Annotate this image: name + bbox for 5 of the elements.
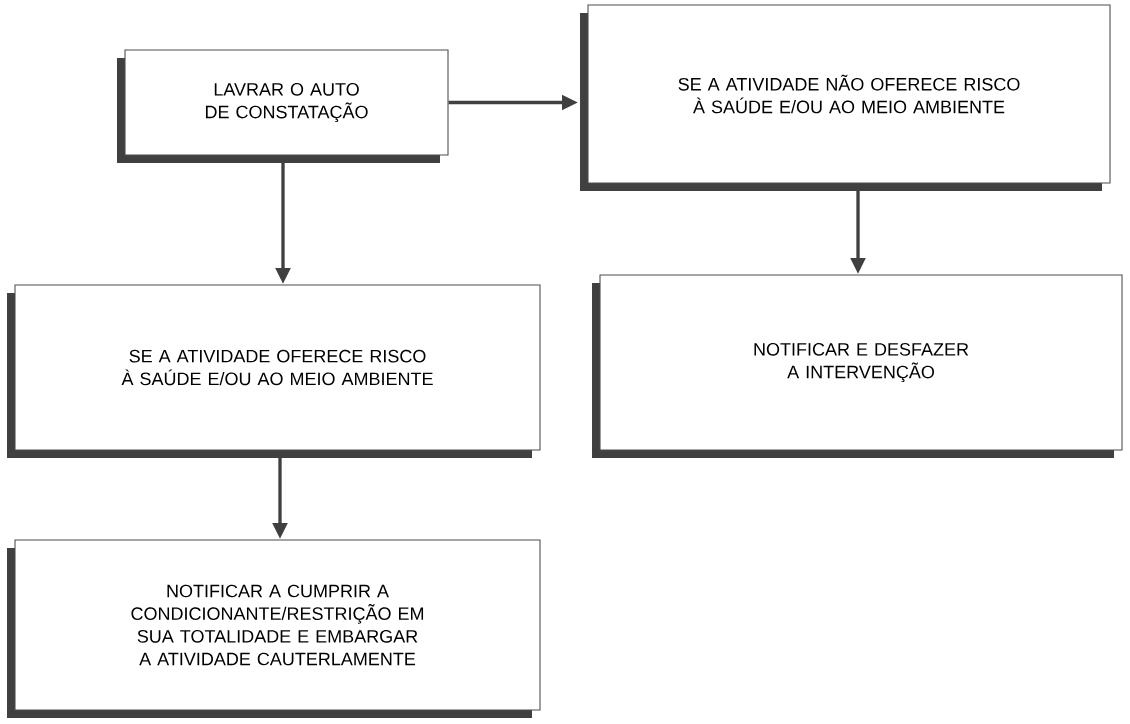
process-box: LAVRAR O AUTO DE CONSTATAÇÃO	[117, 49, 449, 163]
process-box: SE A ATIVIDADE NÃO OFERECE RISCO À SAÚDE E/OU AO MEIO AMBIENTE	[580, 4, 1111, 191]
process-box: SE A ATIVIDADE OFERECE RISCO À SAÚDE E/OU AO MEIO AMBIENTE	[7, 284, 541, 458]
process-box: NOTIFICAR A CUMPRIR A CONDICIONANTE/RESTRIÇÃO EM SUA TOTALIDADE E EMBARGAR A ATIVIDADE CAUTERLAMENTE	[7, 539, 541, 718]
process-box: NOTIFICAR E DESFAZER A INTERVENÇÃO	[592, 274, 1123, 458]
